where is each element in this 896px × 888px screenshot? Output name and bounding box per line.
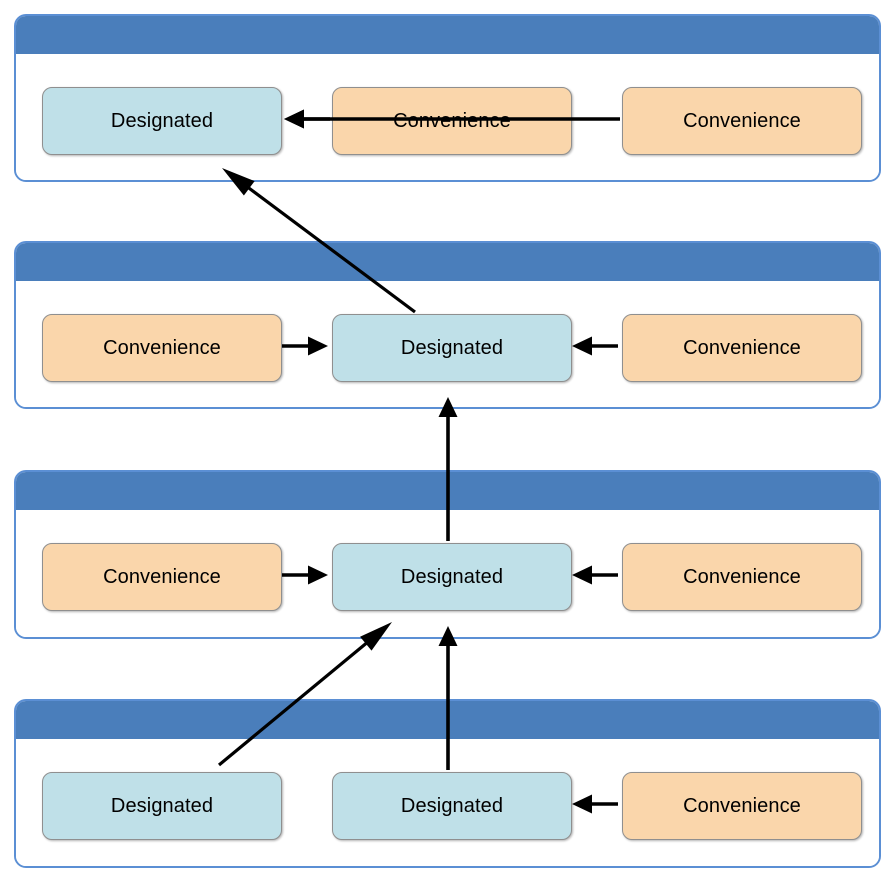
- node-label: Designated: [400, 336, 504, 359]
- swimlane-3-header: [16, 472, 879, 510]
- node-label: Convenience: [683, 336, 801, 359]
- swimlane-2-body: Convenience Designated Convenience: [16, 281, 879, 407]
- swimlane-1[interactable]: Designated Convenience Convenience: [14, 14, 881, 182]
- swimlane-1-body: Designated Convenience Convenience: [16, 54, 879, 180]
- node-designated[interactable]: Designated: [332, 543, 572, 611]
- node-label: Convenience: [103, 336, 221, 359]
- swimlane-4-header: [16, 701, 879, 739]
- node-label: Convenience: [683, 109, 801, 132]
- node-convenience[interactable]: Convenience: [332, 87, 572, 155]
- node-label: Designated: [110, 109, 214, 132]
- swimlane-1-header: [16, 16, 879, 54]
- swimlane-2-header: [16, 243, 879, 281]
- node-label: Convenience: [103, 565, 221, 588]
- swimlane-4[interactable]: Designated Designated Convenience: [14, 699, 881, 868]
- node-convenience[interactable]: Convenience: [622, 87, 862, 155]
- node-convenience[interactable]: Convenience: [622, 314, 862, 382]
- node-label: Designated: [400, 794, 504, 817]
- node-label: Convenience: [683, 565, 801, 588]
- swimlane-3-body: Convenience Designated Convenience: [16, 510, 879, 637]
- node-designated[interactable]: Designated: [42, 772, 282, 840]
- node-label: Convenience: [393, 109, 511, 132]
- swimlane-3[interactable]: Convenience Designated Convenience: [14, 470, 881, 639]
- swimlane-4-body: Designated Designated Convenience: [16, 739, 879, 866]
- node-convenience[interactable]: Convenience: [622, 772, 862, 840]
- node-convenience[interactable]: Convenience: [42, 314, 282, 382]
- node-convenience[interactable]: Convenience: [42, 543, 282, 611]
- node-convenience[interactable]: Convenience: [622, 543, 862, 611]
- node-designated[interactable]: Designated: [42, 87, 282, 155]
- node-label: Convenience: [683, 794, 801, 817]
- node-designated[interactable]: Designated: [332, 772, 572, 840]
- node-designated[interactable]: Designated: [332, 314, 572, 382]
- node-label: Designated: [110, 794, 214, 817]
- swimlane-2[interactable]: Convenience Designated Convenience: [14, 241, 881, 409]
- node-label: Designated: [400, 565, 504, 588]
